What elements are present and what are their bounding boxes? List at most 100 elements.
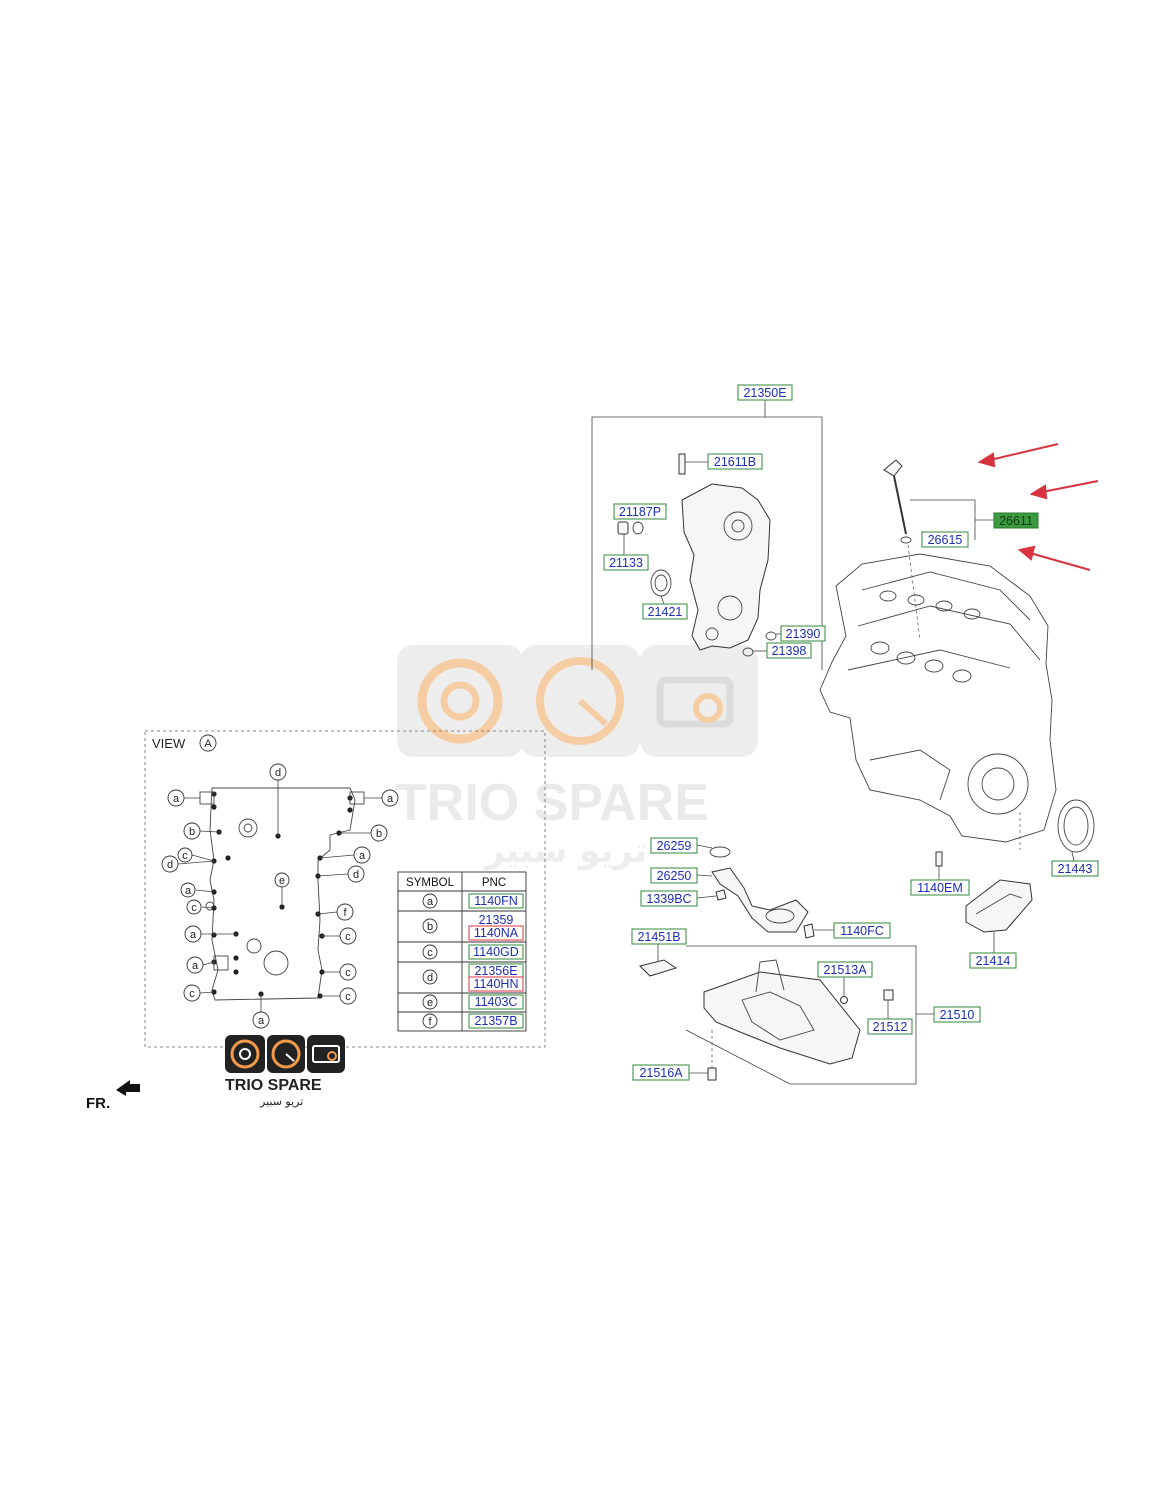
svg-text:1140NA: 1140NA — [474, 926, 519, 940]
dowel-pin — [678, 453, 686, 475]
part-label-21510[interactable]: 21510 — [933, 1006, 981, 1023]
view-symbol-a: a — [192, 960, 199, 972]
table-pnc-21356E[interactable]: 21356E — [468, 963, 524, 978]
oil-strainer — [711, 867, 809, 933]
engine-icon — [307, 1035, 345, 1073]
part-label-21611B[interactable]: 21611B — [707, 453, 763, 470]
view-symbol-a: a — [190, 929, 197, 941]
plug — [617, 521, 629, 535]
oil-level-sensor-bracket — [639, 959, 678, 977]
oil-pan-bolt — [707, 1067, 717, 1081]
watermark: TRIO SPARE تريو سبير — [395, 645, 758, 871]
part-label-21516A[interactable]: 21516A — [632, 1064, 690, 1081]
part-label-21421[interactable]: 21421 — [642, 603, 688, 620]
view-symbol-b: b — [376, 828, 382, 840]
svg-text:21512: 21512 — [873, 1020, 908, 1034]
table-header-symbol: SYMBOL — [406, 877, 455, 889]
table-symbol-a: a — [427, 896, 434, 908]
part-label-26259[interactable]: 26259 — [650, 837, 698, 854]
view-symbol: A — [204, 738, 212, 750]
svg-text:1140EM: 1140EM — [917, 881, 963, 895]
table-symbol-c: c — [427, 947, 433, 959]
view-symbol-f: f — [343, 907, 347, 919]
svg-text:11403C: 11403C — [475, 995, 518, 1009]
view-leaders — [177, 780, 382, 1012]
part-label-26611[interactable]: 26611 — [993, 512, 1039, 529]
table-pnc-11403C[interactable]: 11403C — [468, 994, 524, 1010]
svg-text:26250: 26250 — [657, 869, 692, 883]
table-pnc-1140FN[interactable]: 1140FN — [468, 893, 524, 909]
view-symbol-c: c — [345, 967, 351, 979]
table-symbol-d: d — [427, 972, 433, 984]
part-label-21187P[interactable]: 21187P — [613, 503, 667, 520]
view-symbol-c: c — [345, 931, 351, 943]
logo-brand-arabic: تريو سبير — [259, 1095, 303, 1108]
svg-text:21359: 21359 — [479, 913, 514, 927]
engine-block — [819, 553, 1095, 953]
part-label-21443[interactable]: 21443 — [1051, 860, 1099, 877]
svg-text:21357B: 21357B — [474, 1014, 517, 1028]
dipstick-handle — [883, 459, 903, 477]
svg-text:21510: 21510 — [940, 1008, 975, 1022]
part-label-21414[interactable]: 21414 — [969, 952, 1017, 969]
highlight-arrows — [977, 443, 1099, 571]
svg-text:21133: 21133 — [609, 556, 643, 570]
part-label-21350E[interactable]: 21350E — [737, 384, 793, 401]
timing-cover-group — [591, 400, 823, 670]
part-label-21451B[interactable]: 21451B — [631, 928, 687, 945]
oil-pan-group — [639, 944, 934, 1085]
view-symbol-a: a — [258, 1015, 265, 1027]
cylinder-block-outline — [819, 553, 1057, 843]
table-pnc-1140HN[interactable]: 1140HN — [468, 976, 524, 992]
svg-text:1339BC: 1339BC — [646, 892, 691, 906]
view-a-frame — [144, 730, 546, 1048]
part-label-21512[interactable]: 21512 — [867, 1018, 913, 1035]
svg-text:21414: 21414 — [976, 954, 1011, 968]
trio-spare-logo: TRIO SPARE تريو سبير — [225, 1035, 345, 1108]
view-symbol-a: a — [173, 793, 180, 805]
oil-strainer-group — [696, 844, 834, 939]
part-label-26615[interactable]: 26615 — [921, 531, 969, 548]
view-symbol-a: a — [387, 793, 394, 805]
view-symbol-b: b — [189, 826, 195, 838]
part-label-21390[interactable]: 21390 — [780, 625, 826, 642]
part-label-1339BC[interactable]: 1339BC — [640, 890, 698, 907]
oil-baffle — [965, 879, 1033, 933]
table-pnc-1140NA[interactable]: 1140NA — [468, 925, 524, 941]
table-pnc-21357B[interactable]: 21357B — [468, 1013, 524, 1029]
svg-text:21516A: 21516A — [639, 1066, 683, 1080]
part-label-1140EM[interactable]: 1140EM — [910, 879, 970, 896]
view-symbol-a: a — [185, 885, 192, 897]
baffle-bolt — [935, 851, 943, 867]
strainer-bolt — [715, 889, 727, 901]
svg-text:21350E: 21350E — [743, 386, 786, 400]
part-label-26250[interactable]: 26250 — [650, 867, 698, 884]
part-label-21513A[interactable]: 21513A — [817, 961, 873, 978]
view-symbol-c: c — [345, 991, 351, 1003]
svg-text:26615: 26615 — [928, 533, 963, 547]
svg-text:26259: 26259 — [657, 839, 692, 853]
timing-chain-cover — [681, 483, 771, 651]
svg-text:21187P: 21187P — [619, 505, 661, 519]
svg-text:21356E: 21356E — [474, 964, 517, 978]
part-label-1140FC[interactable]: 1140FC — [833, 922, 891, 939]
svg-text:1140FC: 1140FC — [840, 924, 884, 938]
view-symbol-d: d — [167, 859, 173, 871]
view-symbol-d: d — [275, 767, 281, 779]
part-label-21133[interactable]: 21133 — [603, 554, 649, 571]
svg-text:1140FN: 1140FN — [474, 894, 518, 908]
symbol-pnc-table: SYMBOL PNC a b c d e f 1140FN 21359 1140… — [397, 871, 527, 1032]
part-label-21398[interactable]: 21398 — [766, 642, 812, 659]
table-pnc-21359[interactable]: 21359 — [473, 913, 519, 927]
table-symbol-b: b — [427, 921, 433, 933]
table-pnc-1140GD[interactable]: 1140GD — [468, 944, 524, 960]
svg-text:26611: 26611 — [999, 514, 1033, 528]
oil-pan-plug-small — [840, 996, 848, 1004]
svg-text:21390: 21390 — [786, 627, 821, 641]
view-a-panel: VIEW A — [144, 730, 546, 1048]
table-symbol-f: f — [428, 1016, 432, 1028]
svg-text:1140GD: 1140GD — [473, 945, 519, 959]
view-symbol-a: a — [359, 850, 366, 862]
dipstick-group — [883, 443, 1099, 641]
